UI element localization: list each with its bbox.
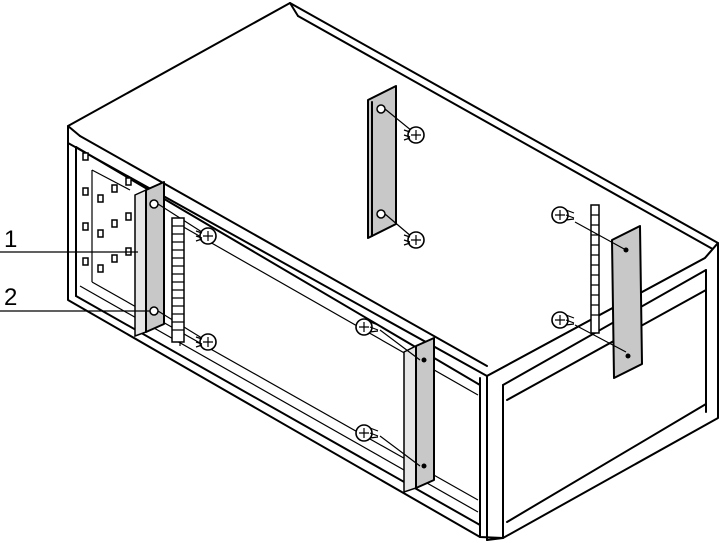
screw-icon	[551, 311, 575, 329]
top-mounting-rail	[367, 85, 413, 239]
front-left-mounting-rail	[134, 181, 206, 341]
screw-icon	[355, 318, 379, 336]
screw-icon	[355, 424, 379, 442]
front-right-mounting-rail	[379, 329, 435, 494]
callout-label-1: 1	[4, 226, 18, 253]
screw-icon	[403, 231, 425, 249]
cable-comb	[171, 217, 185, 343]
screws	[195, 126, 575, 442]
screw-icon	[551, 206, 575, 224]
callout-leaders	[0, 251, 150, 312]
screw-icon	[195, 227, 217, 245]
screw-icon	[195, 333, 217, 351]
screw-icon	[403, 126, 425, 144]
right-mounting-rail	[574, 204, 643, 379]
callout-label-2: 2	[4, 284, 18, 311]
